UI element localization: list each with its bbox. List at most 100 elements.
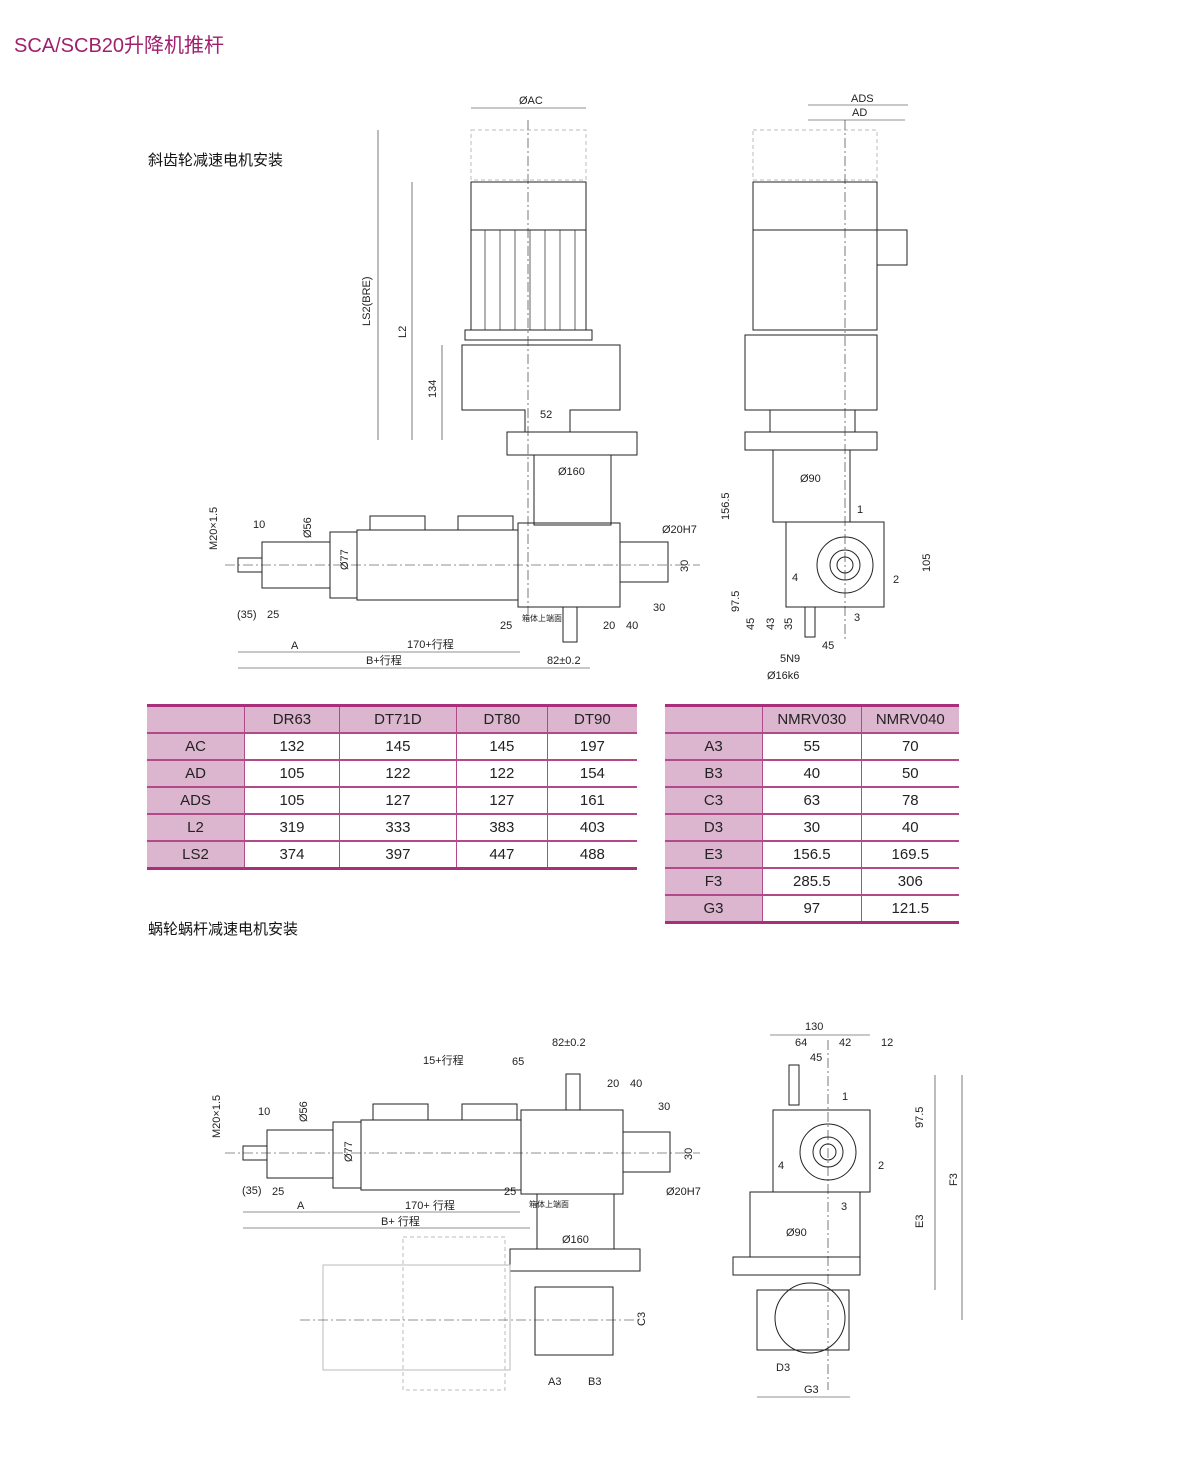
dim-label: 130 (805, 1021, 824, 1033)
column-header: DT80 (456, 704, 548, 734)
dim-label: 3 (841, 1201, 848, 1213)
column-header: NMRV030 (762, 704, 862, 734)
dim-label: 42 (839, 1037, 852, 1049)
column-header: DR63 (244, 704, 340, 734)
dim-label: 45 (822, 640, 835, 652)
worm-side-view (732, 1034, 963, 1398)
dim-label: B+行程 (366, 655, 402, 667)
dim-label: 156.5 (720, 492, 732, 520)
dim-label: 52 (540, 409, 553, 421)
dim-label: 10 (258, 1106, 271, 1118)
dim-label: 10 (253, 519, 266, 531)
dim-label: 30 (683, 1147, 695, 1160)
dim-label: 134 (427, 379, 439, 398)
dim-label: 45 (810, 1052, 823, 1064)
dim-label: Ø56 (302, 517, 314, 538)
dim-label: D3 (776, 1362, 791, 1374)
dim-label: 64 (795, 1037, 808, 1049)
dim-label: 97.5 (730, 590, 742, 612)
dim-label: Ø16k6 (767, 670, 800, 682)
dim-label: 65 (512, 1056, 525, 1068)
dim-label: 1 (857, 504, 864, 516)
dim-label: 20 (603, 620, 616, 632)
dim-label: 25 (500, 620, 513, 632)
helical-side-view (744, 104, 908, 640)
dim-label: 30 (658, 1101, 671, 1113)
dim-label: 40 (626, 620, 639, 632)
dim-label: E3 (914, 1214, 926, 1228)
dim-label: 箱体上端面 (529, 1200, 569, 1209)
dim-label: 4 (778, 1160, 785, 1172)
dim-label: LS2(BRE) (361, 276, 373, 326)
dim-label: 15+行程 (423, 1055, 464, 1067)
dim-label: L2 (397, 325, 409, 338)
dim-label: 82±0.2 (552, 1037, 586, 1049)
dim-label: F3 (948, 1173, 960, 1186)
dim-label: M20×1.5 (208, 506, 220, 550)
dim-label: 35 (783, 617, 795, 630)
section-title-worm: 蜗轮蜗杆减速电机安装 (148, 921, 299, 938)
dim-label: 20 (607, 1078, 620, 1090)
dim-label: Ø90 (800, 473, 821, 485)
dim-label: Ø56 (298, 1101, 310, 1122)
dim-label: Ø20H7 (662, 524, 697, 536)
dim-label: 43 (765, 617, 777, 630)
dim-label: 30 (653, 602, 666, 614)
dim-label: 170+ 行程 (405, 1200, 455, 1212)
dim-label: Ø160 (562, 1234, 589, 1246)
dim-label: 170+行程 (407, 639, 454, 651)
dim-label: G3 (804, 1384, 819, 1396)
dim-label: B+ 行程 (381, 1216, 420, 1228)
dim-label: 12 (881, 1037, 894, 1049)
dim-label: Ø77 (343, 1141, 355, 1162)
dim-label: B3 (588, 1376, 602, 1388)
table-header-row: NMRV030 NMRV040 (665, 704, 959, 734)
table-header-row: DR63 DT71D DT80 DT90 (147, 704, 637, 734)
column-header: DT90 (547, 704, 637, 734)
dim-label: M20×1.5 (211, 1094, 223, 1138)
dim-label: 25 (272, 1186, 285, 1198)
dim-label: A (297, 1200, 305, 1212)
dim-label: 4 (792, 572, 799, 584)
dim-label: 5N9 (780, 653, 801, 665)
dim-label: 40 (630, 1078, 643, 1090)
dim-label: 30 (679, 559, 691, 572)
dim-label: Ø77 (339, 549, 351, 570)
worm-front-view (225, 1073, 700, 1391)
dim-label: C3 (636, 1311, 648, 1326)
dim-label: 2 (893, 574, 900, 586)
dim-label: AD (852, 107, 868, 119)
column-header: NMRV040 (861, 704, 959, 734)
page-title: SCA/SCB20升降机推杆 (14, 35, 225, 57)
dim-label: Ø20H7 (666, 1186, 701, 1198)
dim-label: Ø90 (786, 1227, 807, 1239)
dim-label: A3 (548, 1376, 562, 1388)
dim-label: 25 (267, 609, 280, 621)
dim-label: 25 (504, 1186, 517, 1198)
dim-label: 105 (921, 553, 933, 572)
dim-label: (35) (242, 1185, 262, 1197)
dim-label: Ø160 (558, 466, 585, 478)
dim-label: A (291, 640, 299, 652)
section-title-helical: 斜齿轮减速电机安装 (148, 152, 284, 169)
dim-label: (35) (237, 609, 257, 621)
helical-front-view (225, 107, 700, 669)
dim-label: 45 (745, 617, 757, 630)
dim-label: 2 (878, 1160, 885, 1172)
dim-label: 箱体上端面 (522, 614, 562, 623)
dim-label: 97.5 (914, 1106, 926, 1128)
